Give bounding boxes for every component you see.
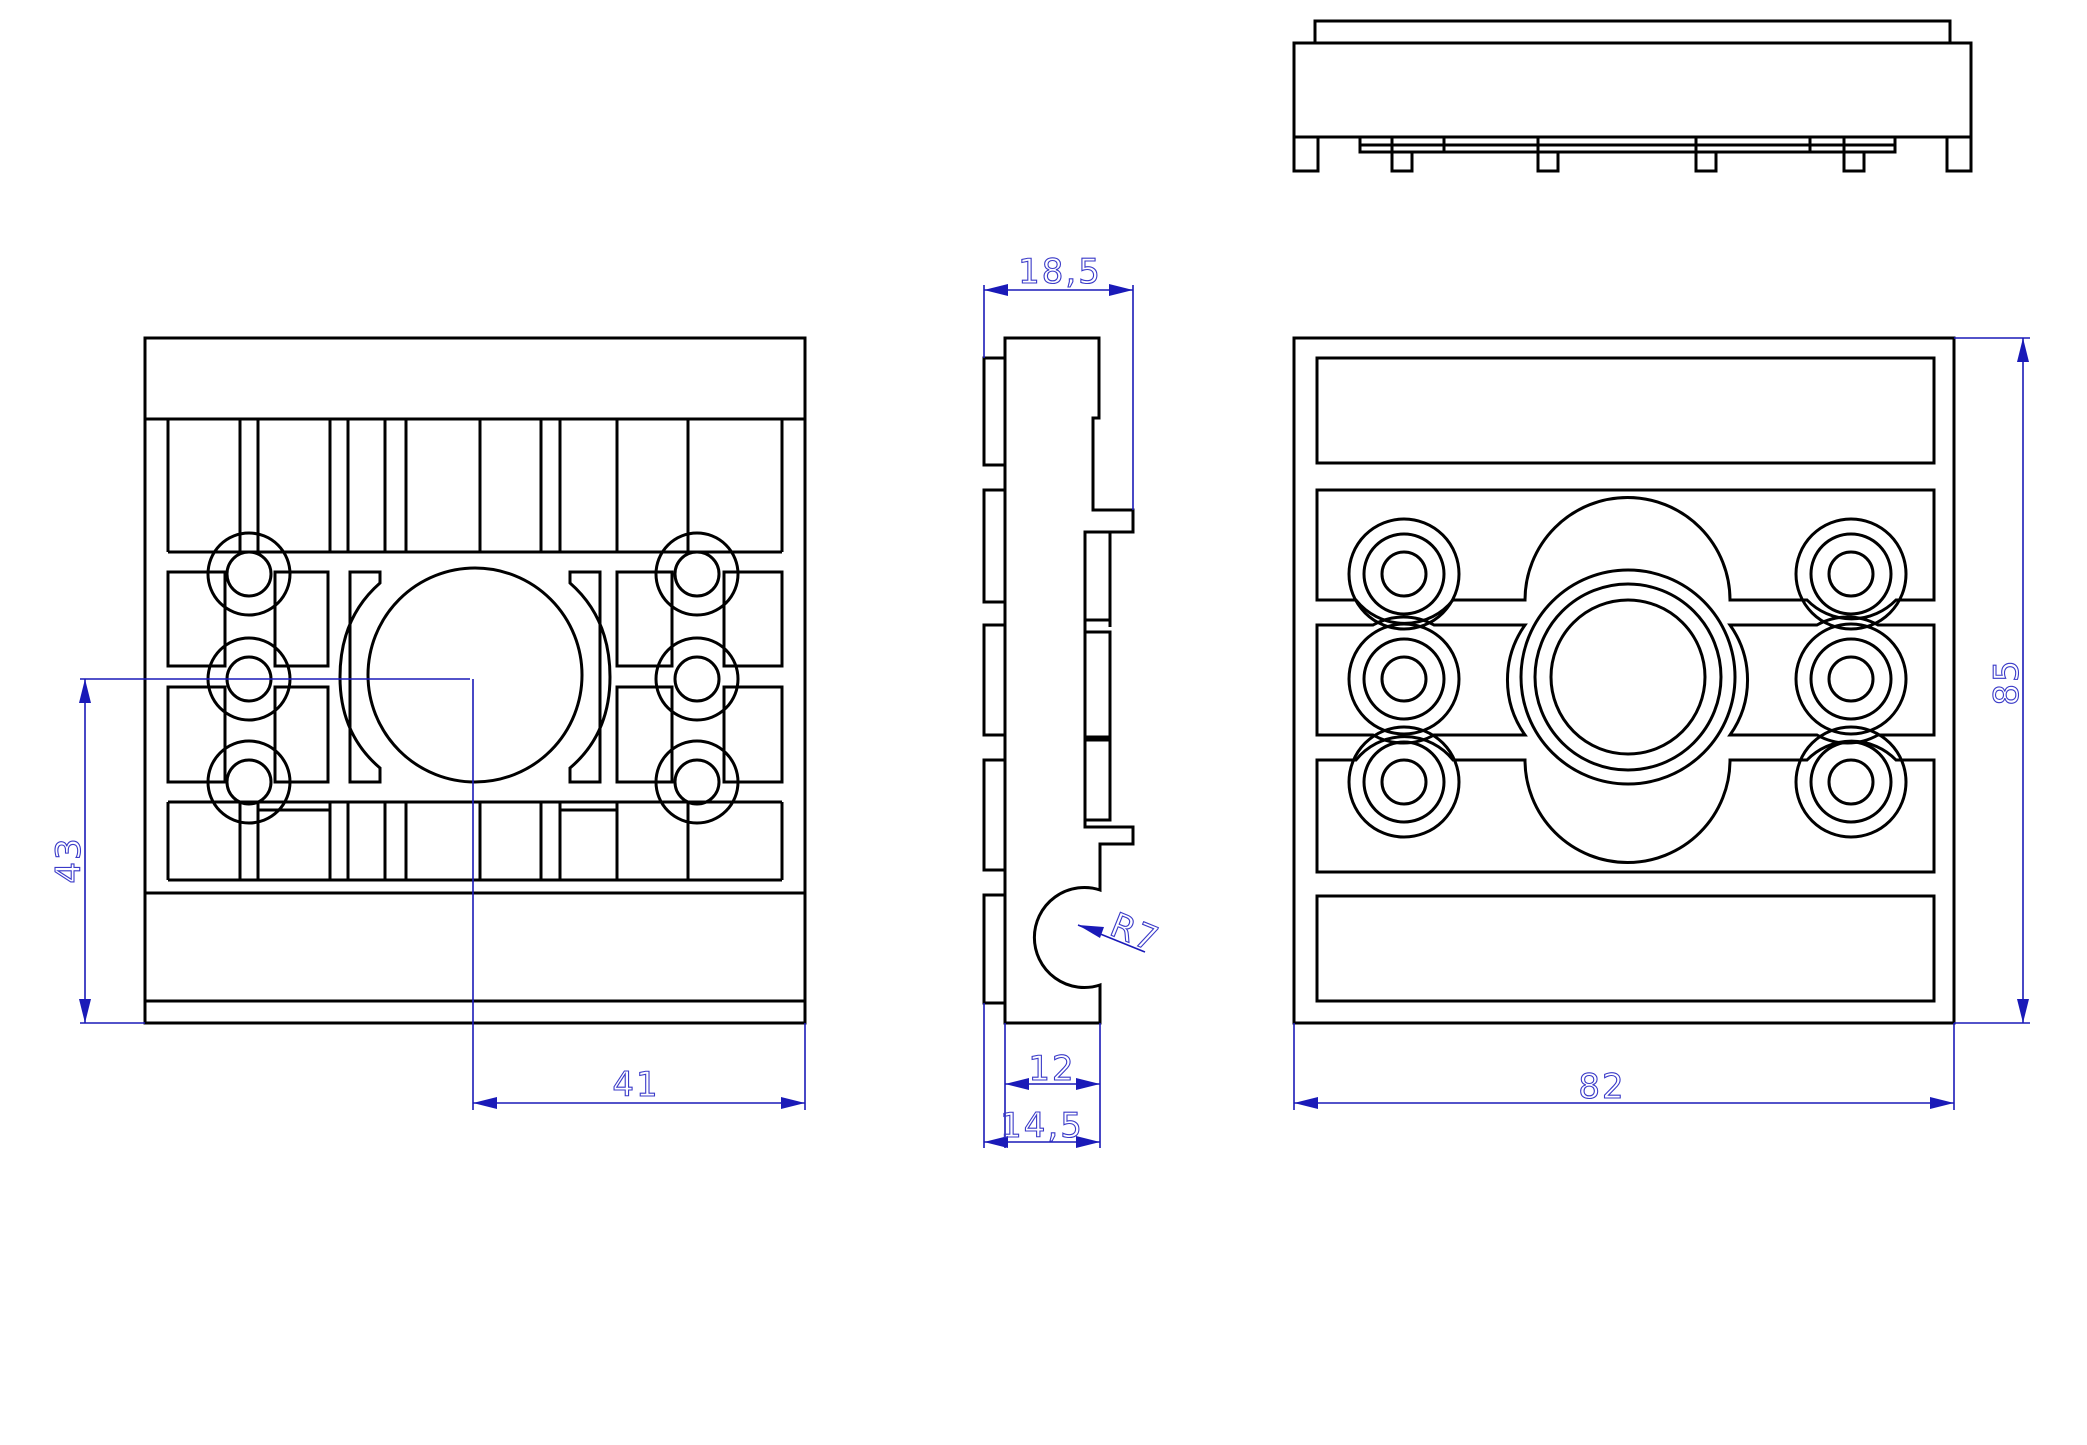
front-view: 43 41 (48, 336, 807, 1110)
side-view: 18,5 12 14,5 R7 (982, 251, 1166, 1148)
dim-side-inner: 12 (1028, 1049, 1075, 1089)
dim-side-radius: R7 (1105, 905, 1166, 961)
top-view (1292, 19, 1973, 173)
dim-side-top: 18,5 (1018, 252, 1102, 292)
dim-front-width: 41 (612, 1065, 659, 1105)
rear-view: 85 82 (1292, 336, 2030, 1110)
dim-side-outer: 14,5 (1000, 1106, 1084, 1146)
dim-front-height: 43 (49, 836, 89, 883)
dim-rear-height: 85 (1987, 658, 2027, 705)
dim-rear-width: 82 (1578, 1067, 1625, 1107)
